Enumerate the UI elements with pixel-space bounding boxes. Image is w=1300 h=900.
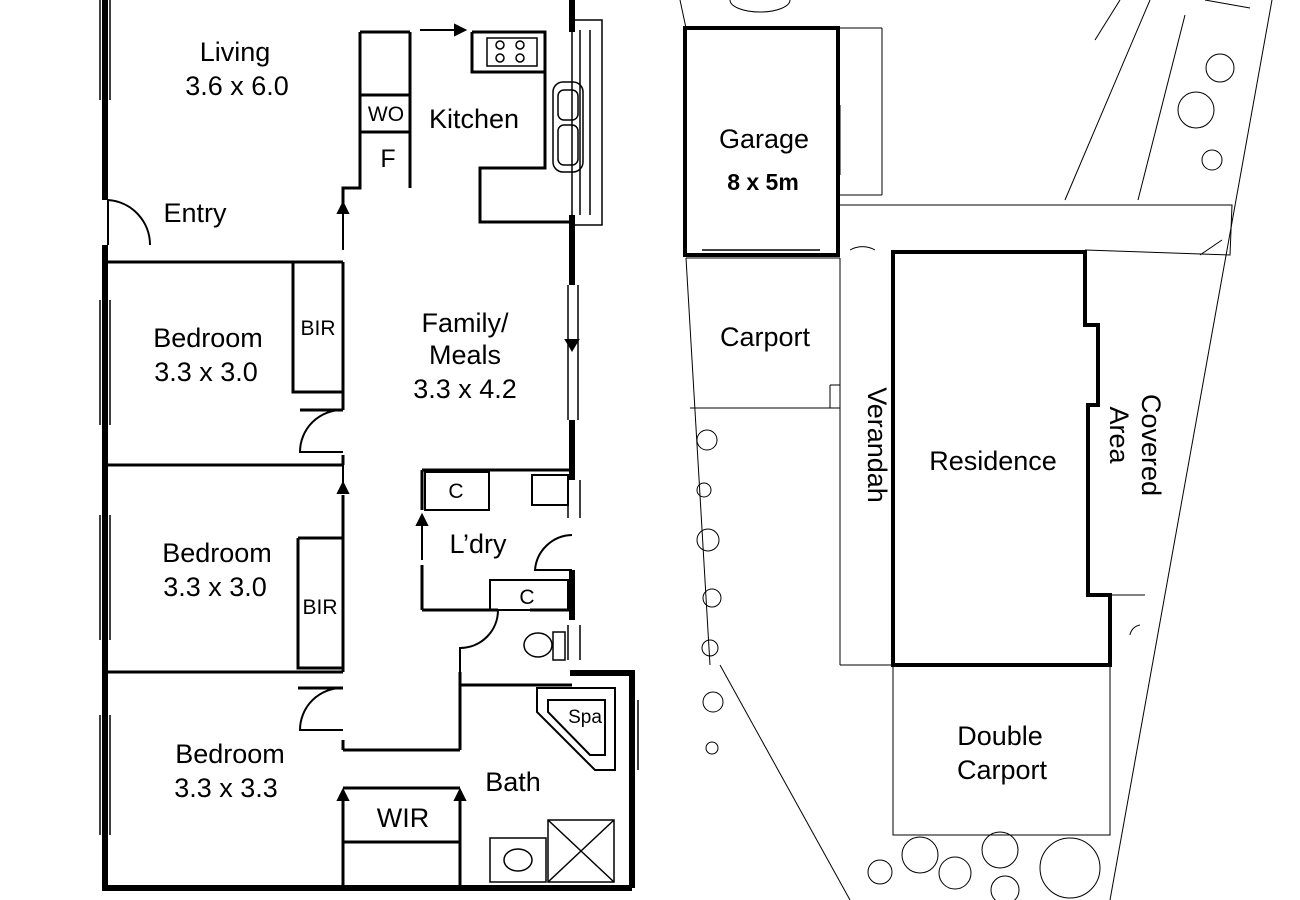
garage-size: 8 x 5m — [727, 169, 799, 195]
bedroom1-size: 3.3 x 3.0 — [154, 357, 258, 387]
covered-area-label-line1: Covered — [1136, 394, 1166, 496]
bedroom2-label: Bedroom — [162, 538, 272, 568]
garden-shrubs — [696, 53, 1235, 900]
residence-label: Residence — [929, 446, 1057, 476]
site-plan-outlines — [679, 0, 1273, 900]
living-label: Living — [200, 37, 271, 67]
laundry-label: L’dry — [449, 529, 507, 559]
family-size: 3.3 x 4.2 — [413, 374, 517, 404]
door-swings — [107, 199, 573, 731]
entry-label: Entry — [163, 198, 227, 228]
laundry-cupboard-bottom-label: C — [519, 586, 534, 609]
carport-label: Carport — [720, 322, 811, 352]
garage-label: Garage — [719, 124, 809, 154]
access-arrows — [336, 23, 580, 810]
bath-label: Bath — [485, 767, 541, 797]
spa-label: Spa — [568, 707, 602, 728]
double-carport-label-line2: Carport — [957, 755, 1048, 785]
basin-icon — [489, 837, 547, 883]
toilet-icon — [523, 631, 566, 661]
family-label-line1: Family/ — [422, 308, 509, 338]
spa-icon — [536, 687, 616, 771]
wall-oven-label: WO — [368, 103, 404, 126]
living-size: 3.6 x 6.0 — [185, 71, 289, 101]
floor-plan-walls — [99, 0, 635, 891]
shower-icon — [547, 819, 615, 883]
wir-label: WIR — [377, 803, 429, 833]
kitchen-label: Kitchen — [429, 104, 519, 134]
laundry-cupboard-top-label: C — [448, 480, 463, 503]
bedroom3-label: Bedroom — [175, 739, 285, 769]
fridge-label: F — [380, 145, 395, 173]
cooktop-icon — [486, 37, 538, 67]
bedroom3-size: 3.3 x 3.3 — [174, 773, 278, 803]
family-label-line2: Meals — [429, 340, 501, 370]
bedroom1-robe-label: BIR — [300, 317, 335, 340]
covered-area-label-line2: Area — [1104, 406, 1134, 464]
bedroom1-label: Bedroom — [153, 323, 263, 353]
bedroom2-size: 3.3 x 3.0 — [163, 572, 267, 602]
west-windows — [99, 0, 111, 835]
sink-icon — [552, 81, 584, 173]
verandah-label: Verandah — [862, 387, 892, 503]
bedroom2-robe-label: BIR — [302, 596, 337, 619]
double-carport-label-line1: Double — [957, 721, 1043, 751]
